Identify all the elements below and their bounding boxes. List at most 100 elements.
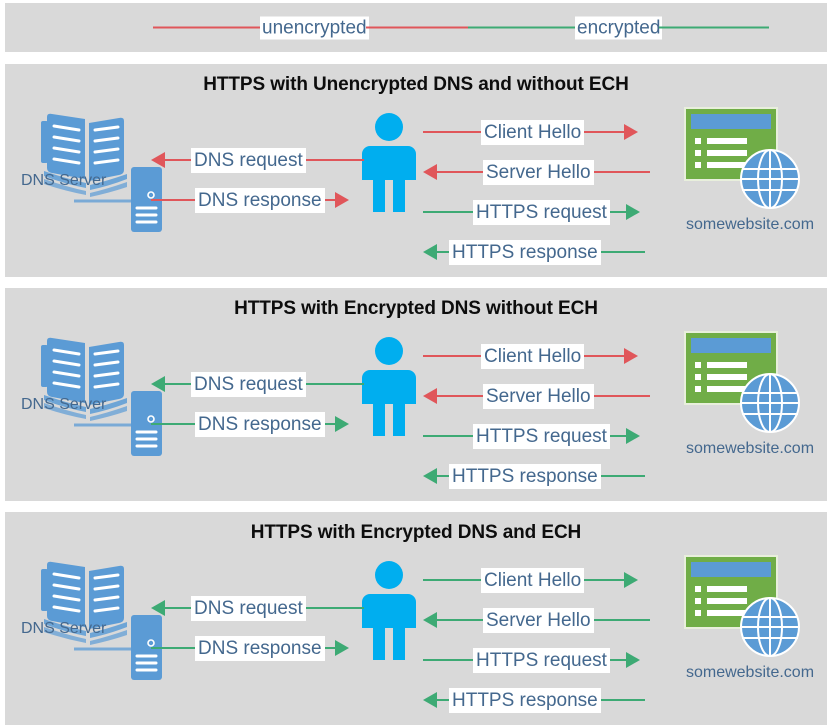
flow-label: HTTPS response bbox=[449, 239, 601, 265]
flow-line bbox=[165, 607, 191, 609]
flow-label: DNS response bbox=[195, 635, 325, 661]
dns-server-caption: DNS Server bbox=[21, 620, 107, 637]
arrowhead-right-icon bbox=[625, 428, 640, 444]
arrowhead-right-icon bbox=[624, 572, 639, 588]
line-swatch-icon bbox=[659, 26, 770, 29]
arrowhead-left-icon bbox=[423, 388, 437, 404]
dns-server-group bbox=[27, 557, 162, 687]
flow-line bbox=[600, 251, 645, 253]
arrowhead-right-icon bbox=[625, 652, 640, 668]
message-flow-dns-request: DNS request bbox=[151, 147, 364, 173]
flow-line bbox=[593, 171, 650, 173]
message-flow-https-request: HTTPS request bbox=[423, 647, 640, 673]
website-server-icon bbox=[684, 555, 800, 657]
flow-line bbox=[324, 199, 335, 201]
flow-line bbox=[593, 619, 650, 621]
flow-line bbox=[423, 355, 481, 357]
flow-line bbox=[151, 423, 195, 425]
message-flow-client-hello: Client Hello bbox=[423, 119, 639, 145]
flow-line bbox=[151, 199, 195, 201]
dns-server-group bbox=[27, 109, 162, 239]
arrowhead-left-icon bbox=[151, 152, 165, 168]
website-group bbox=[683, 330, 805, 435]
flow-label: DNS response bbox=[195, 411, 325, 437]
flow-line bbox=[600, 475, 645, 477]
flow-line bbox=[305, 159, 364, 161]
flow-line bbox=[437, 395, 483, 397]
user-person-icon bbox=[362, 113, 416, 212]
message-flow-https-request: HTTPS request bbox=[423, 423, 640, 449]
dns-server-icon bbox=[41, 561, 162, 680]
arrowhead-left-icon bbox=[151, 376, 165, 392]
arrowhead-left-icon bbox=[423, 612, 437, 628]
legend-panel: unencrypted encrypted bbox=[5, 3, 827, 52]
panel-title: HTTPS with Unencrypted DNS and without E… bbox=[203, 74, 629, 95]
flow-label: Client Hello bbox=[481, 343, 585, 369]
message-flow-dns-request: DNS request bbox=[151, 595, 364, 621]
message-flow-server-hello: Server Hello bbox=[423, 383, 650, 409]
flow-label: Server Hello bbox=[483, 159, 594, 185]
arrowhead-right-icon bbox=[334, 416, 349, 432]
message-flow-server-hello: Server Hello bbox=[423, 159, 650, 185]
arrowhead-right-icon bbox=[624, 348, 639, 364]
dns-server-caption: DNS Server bbox=[21, 172, 107, 189]
message-flow-client-hello: Client Hello bbox=[423, 343, 639, 369]
message-flow-dns-response: DNS response bbox=[151, 187, 349, 213]
website-caption: somewebsite.com bbox=[685, 216, 815, 233]
website-group bbox=[683, 106, 805, 211]
flow-line bbox=[593, 395, 650, 397]
flow-line bbox=[609, 435, 626, 437]
flow-line bbox=[423, 131, 481, 133]
flow-label: DNS response bbox=[195, 187, 325, 213]
flow-line bbox=[609, 211, 626, 213]
arrowhead-right-icon bbox=[625, 204, 640, 220]
flow-label: HTTPS request bbox=[473, 423, 610, 449]
arrowhead-left-icon bbox=[423, 164, 437, 180]
website-server-icon bbox=[684, 107, 800, 209]
arrowhead-right-icon bbox=[334, 192, 349, 208]
message-flow-dns-request: DNS request bbox=[151, 371, 364, 397]
flow-label: HTTPS response bbox=[449, 463, 601, 489]
message-flow-client-hello: Client Hello bbox=[423, 567, 639, 593]
flow-line bbox=[600, 699, 645, 701]
message-flow-https-response: HTTPS response bbox=[423, 239, 645, 265]
flow-line bbox=[437, 475, 449, 477]
arrowhead-right-icon bbox=[624, 124, 639, 140]
user-person-icon bbox=[362, 337, 416, 436]
website-caption: somewebsite.com bbox=[685, 664, 815, 681]
flow-line bbox=[437, 171, 483, 173]
flow-label: HTTPS request bbox=[473, 199, 610, 225]
legend-item-encrypted: encrypted bbox=[468, 16, 770, 39]
flow-label: DNS request bbox=[191, 147, 306, 173]
scenario-panel-2: HTTPS with Encrypted DNS without ECH bbox=[5, 288, 827, 501]
dns-server-icon bbox=[41, 113, 162, 232]
line-swatch-icon bbox=[153, 26, 263, 29]
flow-line bbox=[305, 607, 364, 609]
flow-label: Client Hello bbox=[481, 567, 585, 593]
legend-label: unencrypted bbox=[260, 16, 369, 39]
flow-line bbox=[423, 659, 473, 661]
dns-server-group bbox=[27, 333, 162, 463]
flow-line bbox=[584, 131, 625, 133]
flow-line bbox=[324, 647, 335, 649]
panel-title: HTTPS with Encrypted DNS without ECH bbox=[234, 298, 598, 319]
flow-line bbox=[423, 579, 481, 581]
message-flow-https-response: HTTPS response bbox=[423, 687, 645, 713]
client-user-figure bbox=[358, 560, 420, 660]
flow-label: Server Hello bbox=[483, 607, 594, 633]
user-person-icon bbox=[362, 561, 416, 660]
scenario-panel-3: HTTPS with Encrypted DNS and ECH bbox=[5, 512, 827, 725]
legend-item-unencrypted: unencrypted bbox=[153, 16, 476, 39]
arrowhead-left-icon bbox=[423, 468, 437, 484]
flow-line bbox=[437, 699, 449, 701]
flow-line bbox=[437, 251, 449, 253]
flow-line bbox=[305, 383, 364, 385]
dns-server-caption: DNS Server bbox=[21, 396, 107, 413]
arrowhead-left-icon bbox=[151, 600, 165, 616]
flow-line bbox=[324, 423, 335, 425]
client-user-figure bbox=[358, 336, 420, 436]
arrowhead-right-icon bbox=[334, 640, 349, 656]
flow-label: HTTPS request bbox=[473, 647, 610, 673]
dns-server-icon bbox=[41, 337, 162, 456]
